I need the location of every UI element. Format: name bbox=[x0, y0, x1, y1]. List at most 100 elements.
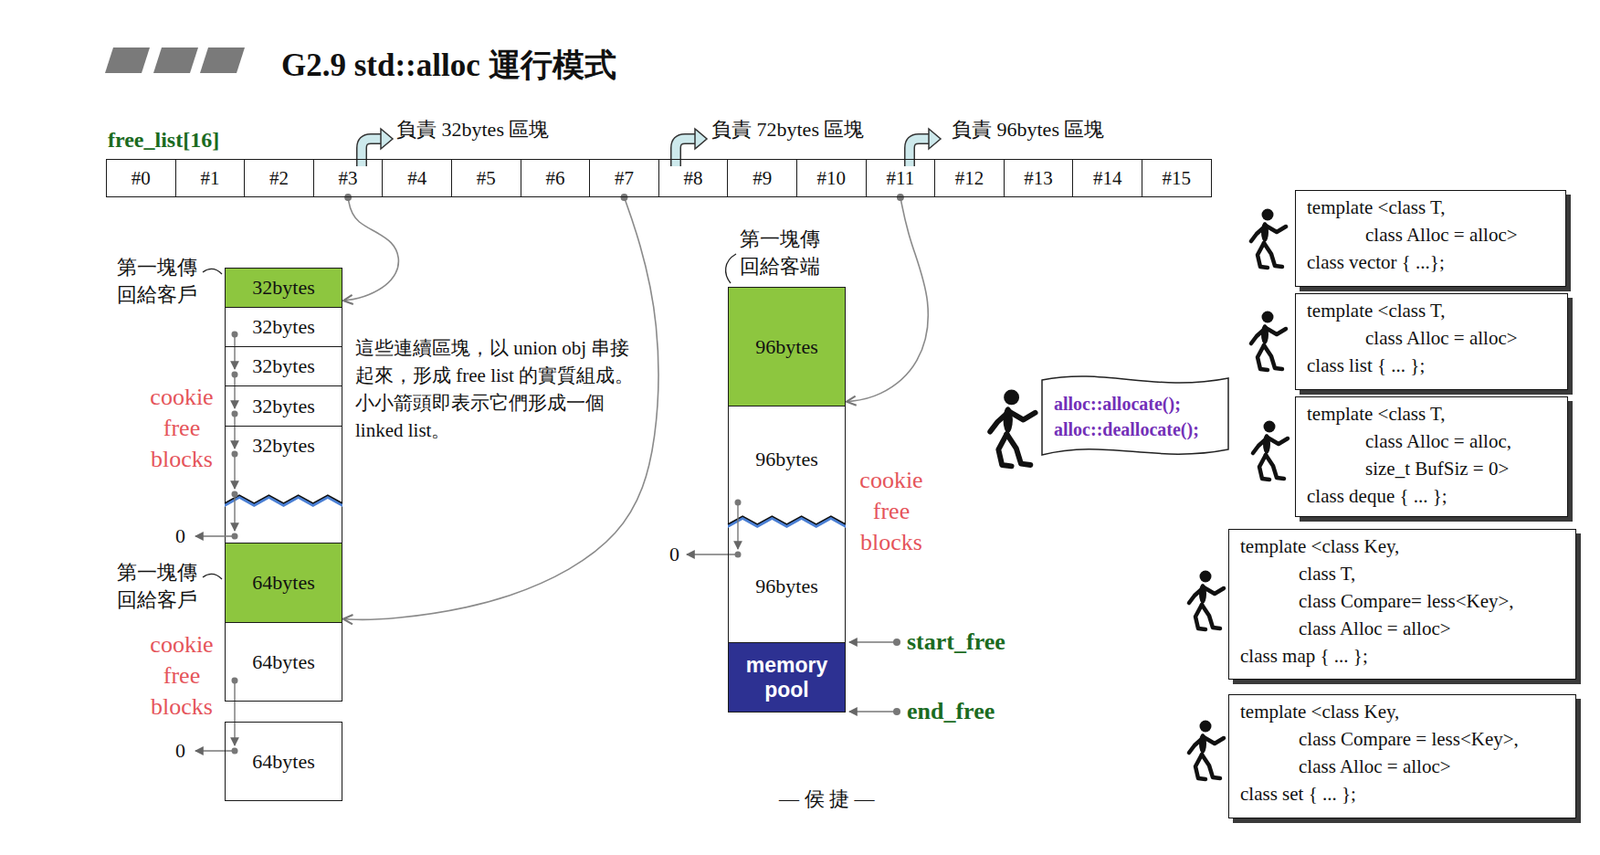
cookie-note: cookie free blocks bbox=[144, 629, 220, 723]
free-list-slot: #6 bbox=[520, 158, 591, 198]
title-bar bbox=[200, 47, 245, 74]
block-size: 96bytes bbox=[755, 574, 818, 599]
free-block: 32bytes bbox=[224, 306, 343, 348]
slot-index: #5 bbox=[476, 167, 496, 190]
stick-figure bbox=[1251, 311, 1286, 371]
free-list-slot: #1 bbox=[175, 158, 246, 198]
pointer-dot bbox=[231, 747, 239, 755]
stick-figure bbox=[1189, 720, 1224, 780]
pointer-arrow bbox=[233, 374, 235, 409]
break-fill bbox=[224, 494, 343, 507]
null-mark: 0 bbox=[175, 738, 186, 763]
pointer-arrow bbox=[846, 197, 928, 402]
break-line bbox=[224, 494, 343, 504]
template-line: template <class T, bbox=[1306, 296, 1446, 325]
block-size: 96bytes bbox=[755, 447, 818, 472]
pool-pointer bbox=[849, 641, 897, 643]
template-line: size_t BufSiz = 0> bbox=[1306, 454, 1509, 483]
slot-callout: 負責 32bytes 區塊 bbox=[396, 117, 549, 142]
figure-limb bbox=[1189, 587, 1204, 603]
free-block: 64bytes bbox=[224, 721, 343, 801]
break-fill bbox=[727, 515, 846, 528]
leader-line bbox=[726, 253, 737, 284]
cookie-note: cookie free blocks bbox=[144, 381, 220, 475]
client-note: 第一塊傳回給客戶 bbox=[116, 558, 201, 614]
cookie-note: cookie free blocks bbox=[853, 464, 929, 558]
slot-index: #11 bbox=[886, 167, 916, 190]
author: — 侯 捷 — bbox=[778, 787, 875, 811]
free-list-slot: #0 bbox=[105, 158, 177, 198]
bent-arrow-body bbox=[361, 138, 382, 167]
figure-head bbox=[1262, 311, 1274, 324]
pointer-dot bbox=[735, 551, 742, 558]
template-line: class vector { ...}; bbox=[1306, 248, 1445, 276]
flag-outline bbox=[1039, 372, 1232, 461]
free-list-slot: #4 bbox=[381, 158, 453, 198]
bent-arrow-outline bbox=[909, 138, 930, 167]
slot-index: #14 bbox=[1093, 167, 1123, 190]
template-line: class Alloc = alloc> bbox=[1240, 752, 1452, 780]
template-line: class Alloc = alloc> bbox=[1240, 614, 1452, 643]
template-line: class T, bbox=[1240, 559, 1356, 588]
figure-limb bbox=[989, 411, 1010, 432]
stick-figure bbox=[1252, 421, 1288, 481]
pointer-arrow bbox=[233, 680, 235, 746]
slot-index: #1 bbox=[200, 167, 220, 190]
template-line: class Compare = less<Key>, bbox=[1240, 725, 1519, 753]
free-list-slot: #7 bbox=[589, 158, 660, 198]
slot-index: #0 bbox=[131, 167, 151, 190]
free-list-slot: #5 bbox=[451, 158, 522, 198]
bent-arrow-outline bbox=[675, 138, 696, 167]
pointer-dot bbox=[344, 193, 352, 201]
figure-head bbox=[1263, 421, 1276, 433]
free-block: 64bytes bbox=[224, 621, 343, 702]
client-note: 第一塊傳回給客戶 bbox=[116, 253, 201, 309]
free-list-slot: #3 bbox=[313, 158, 384, 198]
break-line bbox=[727, 515, 846, 525]
null-mark: 0 bbox=[669, 542, 680, 567]
slot-index: #7 bbox=[614, 167, 634, 190]
pointer-dot bbox=[735, 499, 742, 506]
returned-block: 64bytes bbox=[224, 542, 343, 623]
block-size: 64bytes bbox=[252, 650, 315, 674]
free-list-slot: #12 bbox=[934, 158, 1005, 198]
pool-pointer bbox=[849, 710, 897, 712]
figure-limb bbox=[1201, 754, 1221, 779]
container-template: template <class T,class Alloc = alloc>cl… bbox=[1294, 189, 1567, 287]
pointer-dot bbox=[231, 331, 239, 338]
container-template: template <class T,class Alloc = alloc,si… bbox=[1294, 396, 1569, 517]
pointer-dot bbox=[231, 677, 239, 685]
free-block: 96bytes bbox=[727, 405, 846, 512]
template-line: template <class T, bbox=[1306, 193, 1446, 222]
null-mark: 0 bbox=[175, 524, 186, 548]
template-line: class Alloc = alloc> bbox=[1306, 221, 1518, 249]
stick-figure bbox=[989, 389, 1035, 466]
figure-limb bbox=[1201, 604, 1221, 629]
container-template: template <class T,class Alloc = alloc>cl… bbox=[1294, 293, 1569, 390]
pointer-arrow bbox=[736, 502, 738, 549]
template-line: class map { ... }; bbox=[1240, 642, 1369, 670]
slot-index: #12 bbox=[955, 167, 985, 190]
template-line: class Compare= less<Key>, bbox=[1240, 587, 1515, 615]
pointer-dot bbox=[896, 193, 905, 201]
bent-arrow-head bbox=[694, 128, 707, 149]
template-line: class list { ... }; bbox=[1306, 351, 1425, 379]
pointer-name: start_free bbox=[906, 628, 1006, 656]
alloc-flag: alloc::allocate(); alloc::deallocate(); bbox=[1039, 372, 1232, 461]
template-line: template <class Key, bbox=[1240, 532, 1400, 560]
free-block: 32bytes bbox=[224, 346, 343, 387]
pointer-arrow bbox=[343, 197, 399, 301]
template-line: class Alloc = alloc> bbox=[1306, 324, 1518, 352]
next-pointer bbox=[233, 494, 235, 531]
slot-callout: 負責 96bytes 區塊 bbox=[951, 117, 1105, 142]
free-list-slot: #11 bbox=[865, 158, 937, 198]
figure-head bbox=[1003, 389, 1020, 405]
slot-index: #2 bbox=[269, 167, 289, 190]
figure-limb bbox=[1267, 437, 1288, 444]
slot-index: #8 bbox=[684, 167, 704, 190]
bent-arrow-head bbox=[928, 128, 941, 149]
pointer-name: end_free bbox=[906, 697, 995, 726]
free-list-slot: #13 bbox=[1003, 158, 1074, 198]
free-list-slot: #15 bbox=[1141, 158, 1212, 198]
alloc-call: alloc::allocate(); alloc::deallocate(); bbox=[1053, 390, 1217, 443]
